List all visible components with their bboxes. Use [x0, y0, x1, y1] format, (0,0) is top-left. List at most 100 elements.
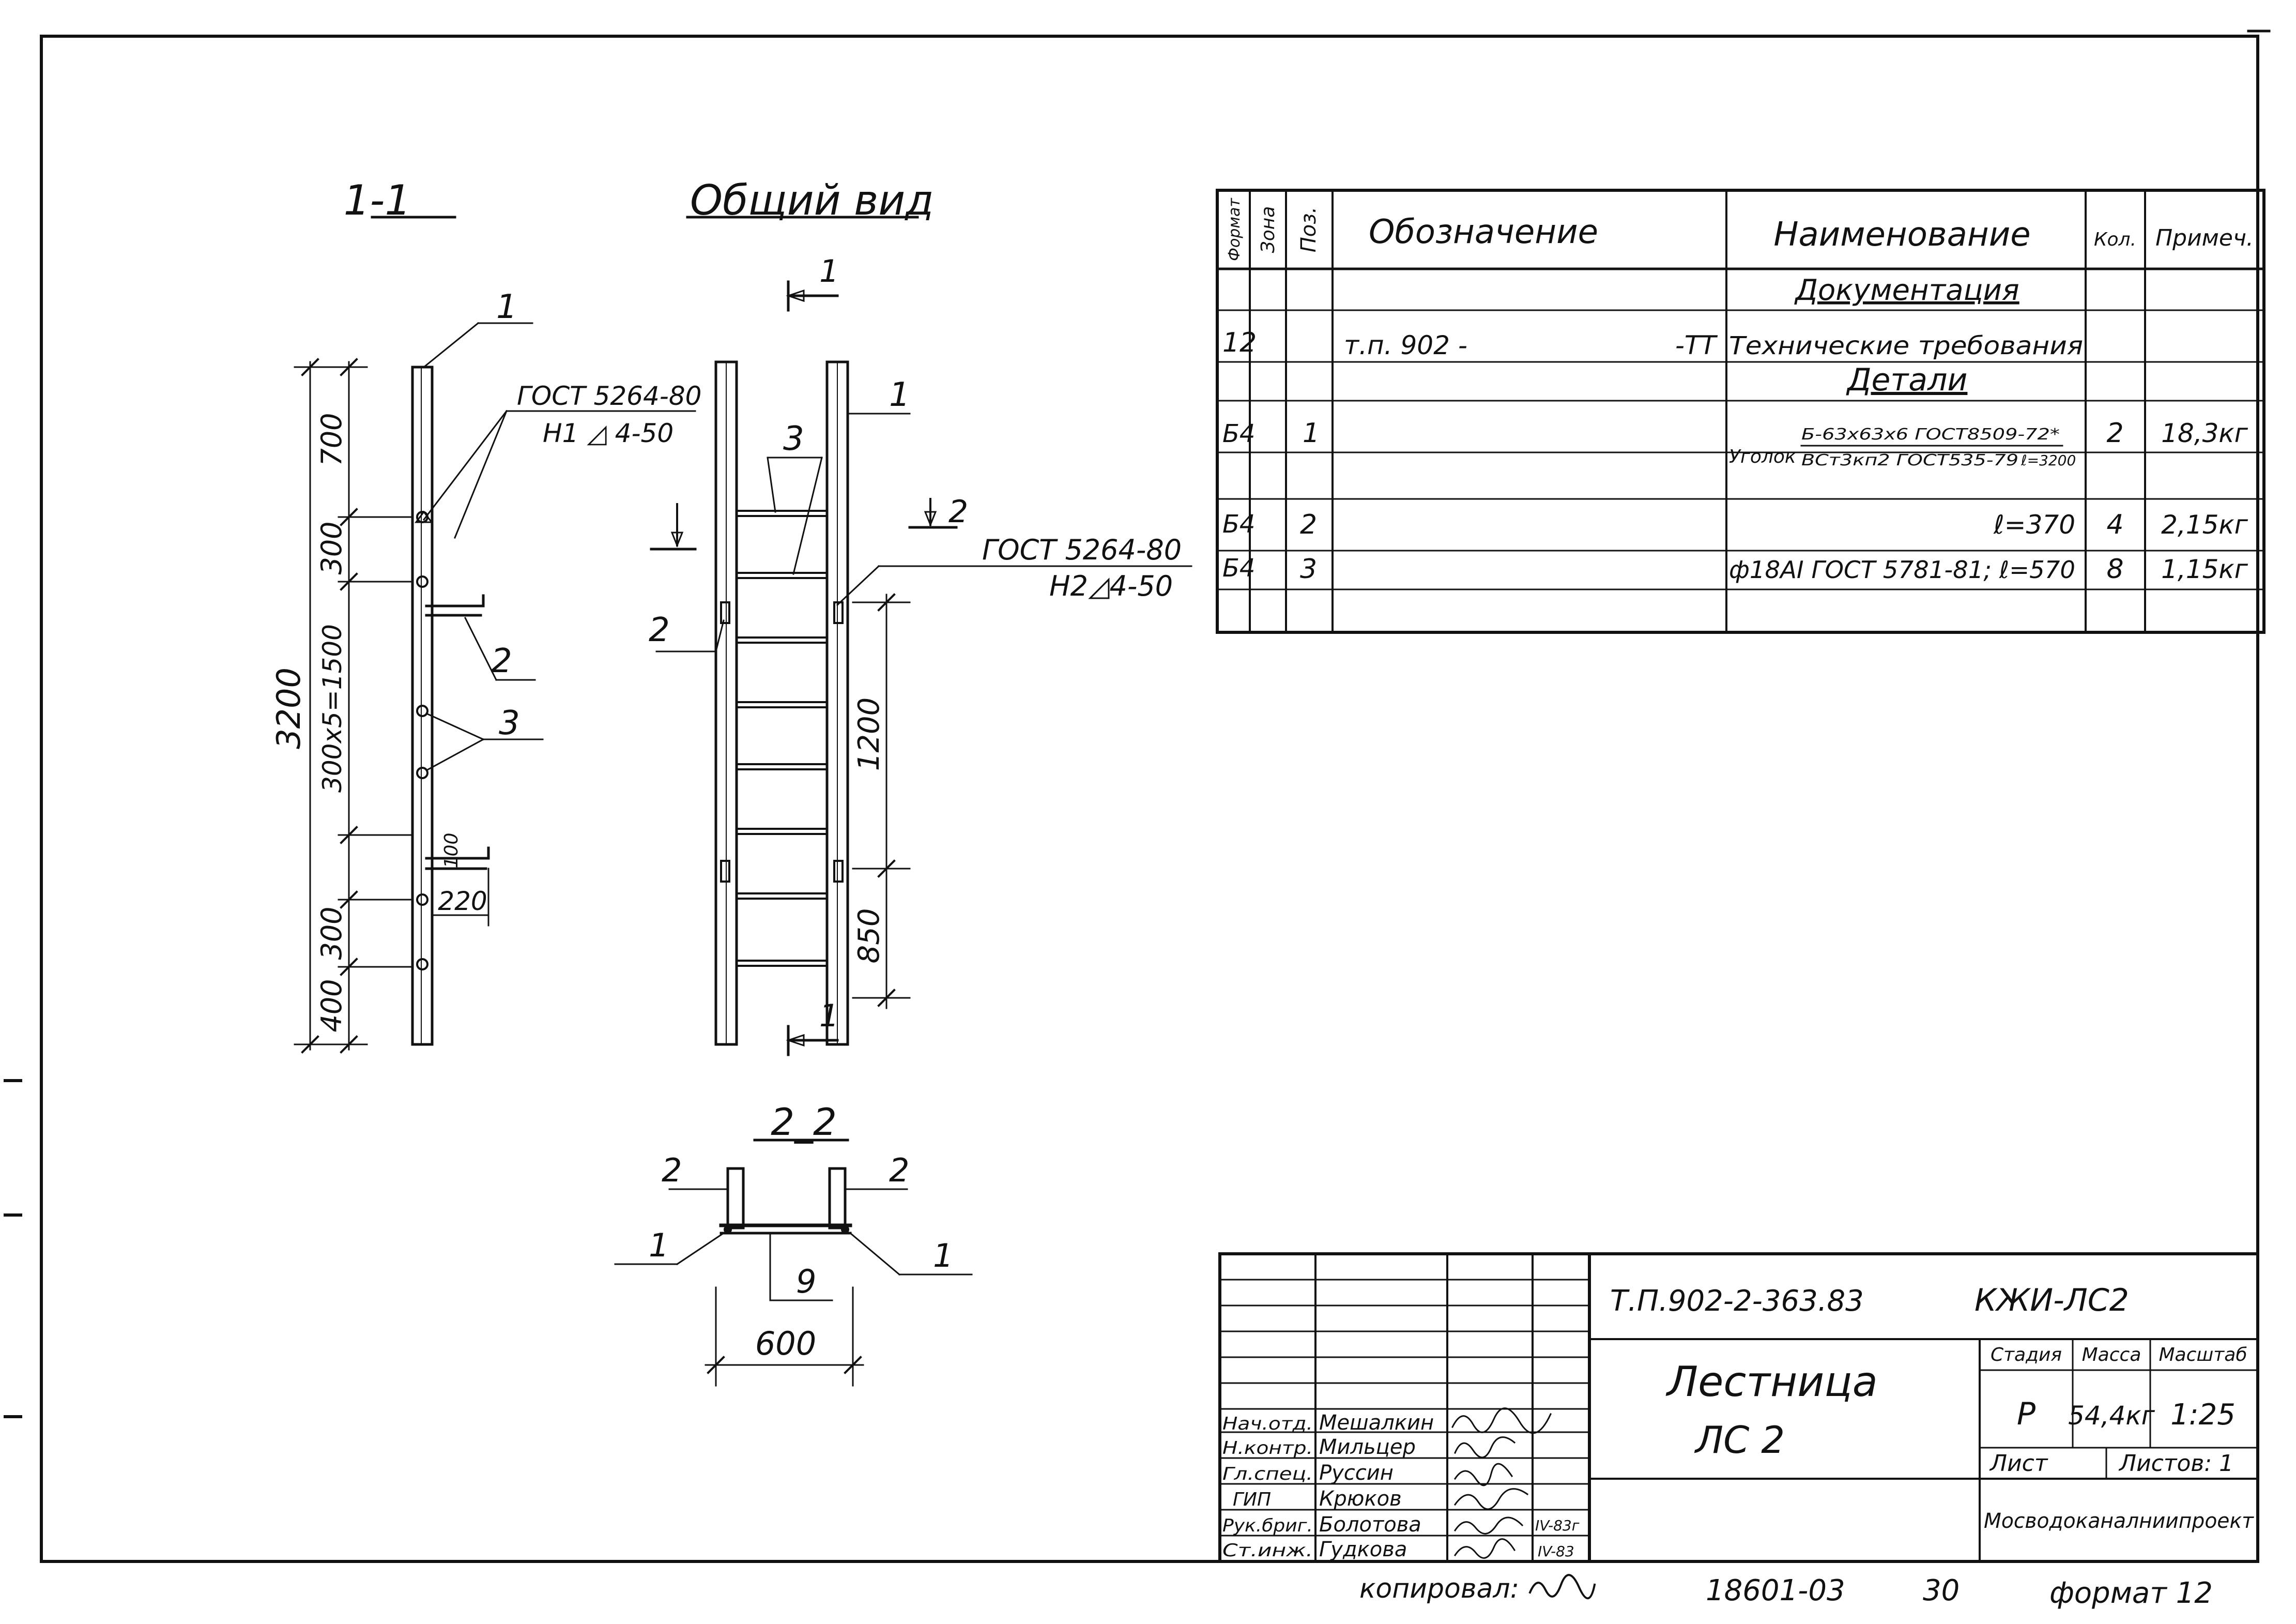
stage-value: Р — [2017, 1396, 2036, 1432]
side-view-1-1: 3200 700 300 300x5=1500 300 400 100 220 … — [270, 288, 701, 1054]
signer-1: Мильцер — [1319, 1435, 1416, 1459]
section-parts: Детали — [1846, 362, 1968, 398]
dim-total-3200: 3200 — [270, 667, 308, 749]
dim-700: 700 — [315, 413, 348, 466]
drawing-title-line1: Лестница — [1665, 1358, 1878, 1406]
row-pos1-name-top: Б-63х63х6 ГОСТ8509-72* — [1801, 426, 2060, 444]
date-5: IV-83 — [1538, 1543, 1574, 1560]
sect-label-9: 9 — [796, 1263, 816, 1300]
dim-400: 400 — [315, 979, 348, 1032]
format-label: формат 12 — [2049, 1576, 2213, 1610]
signatures — [1451, 1407, 1552, 1559]
row-pos1-format: Б4 — [1222, 419, 1255, 448]
archive-number: 18601-03 — [1706, 1574, 1845, 1607]
copied-label: копировал: — [1359, 1573, 1519, 1604]
sect-label-2-right: 2 — [889, 1151, 909, 1189]
row-docs-designation: т.п. 902 - — [1344, 330, 1467, 360]
rungs — [736, 510, 828, 967]
row-docs-format: 12 — [1222, 327, 1257, 358]
row-pos2-format: Б4 — [1222, 510, 1255, 539]
col-name-header: Наименование — [1773, 216, 2030, 254]
section-mark-2-right: 2 — [948, 494, 968, 530]
row-pos1-qty: 2 — [2106, 418, 2123, 449]
role-1: Н.контр. — [1222, 1438, 1313, 1459]
dim-series-1500: 300x5=1500 — [317, 624, 347, 793]
dim-600: 600 — [755, 1325, 816, 1362]
section-2-2: 2 2 1 1 9 600 — [614, 1151, 973, 1387]
col-designation-header: Обозначение — [1369, 213, 1598, 251]
row-pos1-name-bottom: ВСт3кп2 ГОСТ535-79 — [1801, 451, 2018, 469]
col-zone-header: Зона — [1258, 206, 1279, 253]
main-weld-symbol: Н2◿4-50 — [1049, 570, 1173, 602]
side-label-3: 3 — [499, 704, 520, 742]
row-pos3-note: 1,15кг — [2161, 554, 2248, 584]
drawing-title-line2: ЛС 2 — [1694, 1418, 1785, 1462]
mass-label: Масса — [2082, 1344, 2141, 1365]
side-label-2: 2 — [491, 642, 512, 680]
dim-300-bottom: 300 — [315, 906, 348, 960]
role-3: ГИП — [1233, 1489, 1271, 1510]
doc-code: Т.П.902-2-363.83 — [1610, 1284, 1864, 1318]
side-label-1: 1 — [496, 288, 517, 326]
signer-5: Гудкова — [1319, 1538, 1407, 1561]
row-docs-designation-suffix: -ТТ — [1675, 330, 1718, 360]
row-pos2-name: ℓ=370 — [1993, 510, 2075, 540]
page-number: 30 — [1923, 1574, 1960, 1607]
general-view: 1 1 2 1 3 2 ГОСТ 5264-80 Н2◿4-50 — [649, 253, 1192, 1056]
row-pos1-note: 18,3кг — [2161, 418, 2248, 448]
sheet-code: КЖИ-ЛС2 — [1974, 1282, 2129, 1318]
sect-label-2-left: 2 — [662, 1151, 682, 1189]
role-2: Гл.спец. — [1222, 1464, 1313, 1484]
sect-label-1-left: 1 — [649, 1226, 669, 1264]
row-pos3-qty: 8 — [2106, 554, 2123, 585]
footer: копировал: 18601-03 30 формат 12 — [1359, 1573, 2213, 1610]
mass-value: 54,4кг — [2068, 1401, 2155, 1431]
col-qty-header: Кол. — [2094, 229, 2136, 250]
role-0: Нач.отд. — [1222, 1414, 1313, 1434]
dim-850: 850 — [852, 908, 886, 964]
sheet-frame — [4, 29, 2271, 1563]
stage-label: Стадия — [1991, 1344, 2062, 1365]
side-weld-standard: ГОСТ 5264-80 — [517, 381, 701, 411]
row-pos2-pos: 2 — [1300, 509, 1317, 540]
row-pos2-note: 2,15кг — [2161, 510, 2248, 540]
col-pos-header: Поз. — [1297, 207, 1321, 253]
dim-100: 100 — [441, 833, 462, 869]
main-weld-standard: ГОСТ 5264-80 — [982, 534, 1182, 566]
main-label-3: 3 — [783, 420, 804, 458]
section-2-title: 2_2 — [771, 1100, 837, 1144]
row-pos1-name-prefix: Уголок — [1729, 446, 1796, 467]
row-pos3-name: ф18АI ГОСТ 5781-81; ℓ=570 — [1729, 556, 2075, 584]
col-note-header: Примеч. — [2155, 225, 2254, 251]
sect-label-1-right: 1 — [933, 1237, 953, 1274]
dim-220: 220 — [438, 886, 487, 916]
title-block: Т.П.902-2-363.83 КЖИ-ЛС2 Лестница ЛС 2 С… — [1218, 1252, 2259, 1563]
row-pos3-pos: 3 — [1300, 554, 1317, 585]
signer-4: Болотова — [1319, 1513, 1421, 1537]
scale-label: Масштаб — [2159, 1344, 2247, 1365]
section-mark-1-bottom: 1 — [819, 998, 839, 1034]
signature-rows: Нач.отд. Мешалкин Н.контр. Мильцер Гл.сп… — [1222, 1411, 1580, 1561]
row-pos2-qty: 4 — [2106, 509, 2123, 540]
view-titles: 1-1 Общий вид 2_2 — [344, 176, 934, 1144]
signer-0: Мешалкин — [1319, 1411, 1434, 1435]
role-4: Рук.бриг. — [1222, 1515, 1313, 1536]
section-mark-1-top: 1 — [819, 253, 839, 290]
row-pos3-format: Б4 — [1222, 554, 1255, 583]
row-pos1-pos: 1 — [1303, 418, 1320, 449]
sheets-label: Листов: 1 — [2118, 1450, 2233, 1477]
side-weld-symbol: Н1 ◿ 4-50 — [543, 418, 674, 448]
organization-name: Мосводоканалниипроект — [1984, 1509, 2255, 1533]
main-label-1: 1 — [889, 376, 910, 414]
row-docs-name: Технические требования — [1729, 331, 2083, 360]
section-documentation: Документация — [1794, 274, 2019, 307]
sheet-label: Лист — [1989, 1450, 2048, 1477]
dim-1200: 1200 — [852, 697, 886, 771]
role-5: Ст.инж. — [1222, 1540, 1313, 1561]
signer-2: Руссин — [1319, 1461, 1394, 1485]
spec-table: Формат Зона Поз. Обозначение Наименовани… — [1216, 189, 2266, 634]
dim-300-top: 300 — [315, 521, 348, 574]
col-format-header: Формат — [1226, 198, 1244, 261]
signer-3: Крюков — [1319, 1487, 1402, 1511]
scale-value: 1:25 — [2170, 1398, 2236, 1432]
